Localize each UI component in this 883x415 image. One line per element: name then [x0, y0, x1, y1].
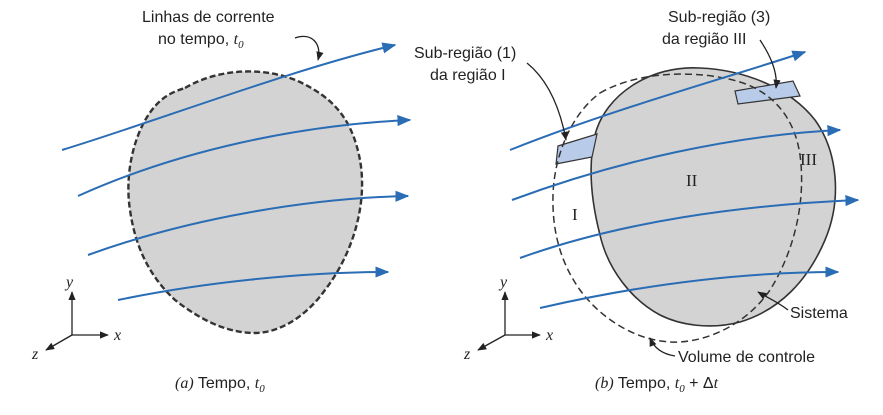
axes-a: [45, 291, 109, 351]
control-volume: [552, 73, 803, 343]
streamline-a3: [87, 190, 410, 256]
region-II-label: II: [686, 171, 698, 190]
axes-b: [477, 291, 541, 351]
caption-b: (b) Tempo, t0 + Δt: [595, 375, 719, 395]
axis-y-a: y: [64, 274, 74, 291]
system-leader: [757, 291, 789, 311]
subregion1-leader: [526, 62, 569, 141]
panel-a: Linhas de corrente no tempo, t0 y x z (a…: [31, 9, 412, 395]
axis-y-b: y: [498, 274, 508, 291]
axis-z-b: z: [463, 346, 471, 363]
system-label: Sistema: [790, 305, 848, 322]
subregion3-leader: [759, 39, 781, 89]
control-volume-label: Volume de controle: [678, 349, 815, 366]
axis-x-a: x: [113, 327, 121, 344]
subregion3-label-2: da região III: [662, 31, 747, 48]
subregion1-label-2: da região I: [430, 67, 506, 84]
region-I-label: I: [572, 205, 578, 224]
streamline-a1: [61, 42, 397, 151]
streamline-b2: [511, 125, 842, 201]
streamlines-leader: [294, 35, 324, 61]
streamline-b4: [539, 266, 840, 309]
region-III-label: III: [800, 150, 817, 169]
streamlines-label-2: no tempo, t0: [158, 31, 244, 51]
control-volume-leader: [649, 337, 676, 357]
caption-a: (a) Tempo, t0: [175, 375, 265, 395]
streamlines-label: Linhas de corrente: [142, 9, 275, 26]
subregion-1: [555, 133, 598, 165]
streamline-b1: [509, 50, 807, 151]
subregion1-label: Sub-região (1): [414, 45, 516, 62]
panel-b: I II III Sub-região (1) da região I Sub-…: [414, 9, 860, 395]
body-a: [127, 70, 364, 335]
axis-x-b: x: [545, 327, 553, 344]
streamline-b3: [519, 194, 860, 259]
streamline-a2: [77, 114, 412, 197]
system-body: [590, 67, 837, 327]
axis-z-a: z: [31, 346, 39, 363]
subregion3-label: Sub-região (3): [668, 9, 770, 26]
streamline-a4: [117, 266, 390, 301]
